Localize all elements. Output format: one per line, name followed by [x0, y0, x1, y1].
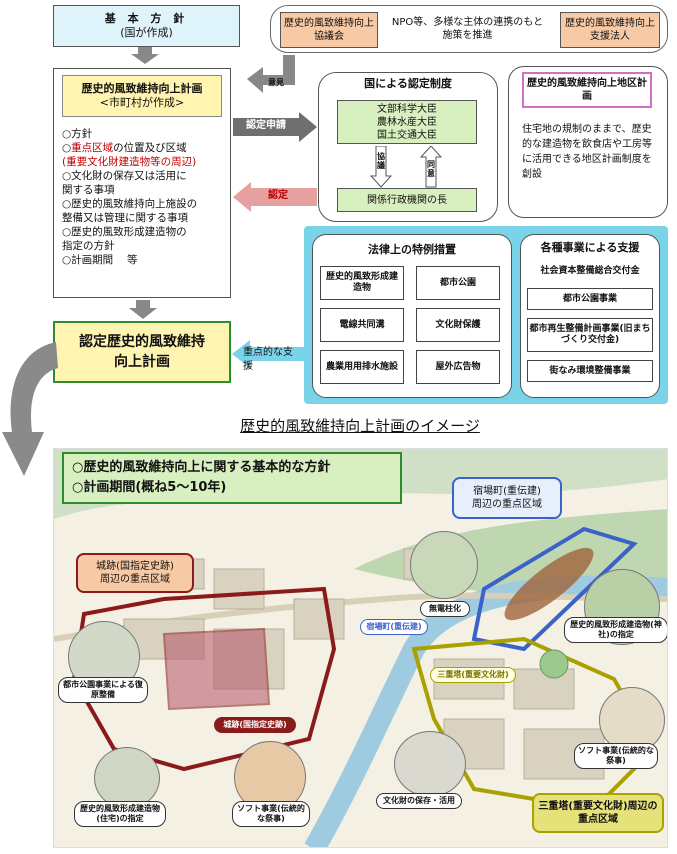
- plan-item: ○ 重点区域の位置及び区域: [62, 142, 187, 154]
- plan-item: ○ 文化財の保存又は活用に: [62, 170, 187, 182]
- plan-item: 関する事項: [62, 184, 115, 196]
- plan-item: ○ 歴史的風致形成建造物の: [62, 226, 187, 238]
- image-policy-line1: ○歴史的風致維持向上に関する基本的な方針: [72, 460, 331, 475]
- special-measure-cell: 歴史的風致形成建造物: [320, 266, 404, 300]
- npo-text: NPO等、多様な主体の連携のもと施策を推進: [391, 17, 544, 41]
- special-measure-cell: 農業用用排水施設: [320, 350, 404, 384]
- castle-area-label: 城跡(国指定史跡) 周辺の重点区域: [76, 553, 194, 593]
- plan-box: 歴史的風致維持向上計画 <市町村が作成> ○ 方針 ○ 重点区域の位置及び区域 (重…: [53, 68, 231, 298]
- support-corp-box: 歴史的風致維持向上支援法人: [560, 12, 660, 48]
- down-arrow-2: [129, 300, 157, 319]
- project-item: 都市公園事業: [527, 288, 653, 310]
- plan-title: 歴史的風致維持向上計画: [81, 82, 203, 95]
- project-item: 都市再生整備計画事業(旧まちづくり交付金): [527, 318, 653, 352]
- callout-bunkazai: 文化財の保存・活用: [376, 793, 462, 809]
- pagoda-area-label: 三重塔(重要文化財)周辺の重点区域: [532, 793, 664, 833]
- callout-shukuba: 宿場町(重伝建): [360, 619, 428, 635]
- support-arrow: [232, 340, 304, 368]
- certification-label: 認定: [268, 190, 288, 201]
- image-policy-line2: ○計画期間(概ね5～10年): [72, 480, 227, 495]
- council-label: 歴史的風致維持向上協議会: [284, 18, 374, 42]
- consent-label: 同意: [427, 160, 435, 178]
- special-measure-cell: 文化財保護: [416, 308, 500, 342]
- image-heading: 歴史的風致維持向上計画のイメージ: [240, 416, 480, 435]
- plan-item: 整備又は管理に関する事項: [62, 212, 188, 224]
- certification-arrow: [233, 182, 317, 212]
- callout-pagoda: 三重塔(重要文化財): [430, 667, 516, 683]
- plan-item: (重要文化財建造物等の周辺): [62, 156, 197, 168]
- callout-park: 都市公園事業による復原整備: [58, 677, 148, 703]
- consent-arrow: [420, 146, 442, 188]
- plan-item: ○ 計画期間 等: [62, 254, 138, 266]
- down-arrow-1: [131, 47, 159, 64]
- project-item: 社会資本整備総合交付金: [527, 262, 653, 280]
- minister-name: 農林水産大臣: [377, 116, 437, 128]
- ministers-box: 文部科学大臣農林水産大臣国土交通大臣: [337, 100, 477, 144]
- callout-house: 歴史的風致形成建造物(住宅)の指定: [74, 801, 166, 827]
- basic-policy-box: 基 本 方 針 (国が作成): [53, 5, 240, 47]
- photo-bunkazai: [394, 731, 466, 797]
- map-illustration: ○歴史的風致維持向上に関する基本的な方針 ○計画期間(概ね5～10年) 宿場町(…: [53, 448, 668, 848]
- support-corp-label: 歴史的風致維持向上支援法人: [565, 18, 655, 42]
- basic-policy-title: 基 本 方 針: [104, 12, 189, 25]
- opinion-arrow: [247, 55, 295, 93]
- plan-item-list: ○ 方針 ○ 重点区域の位置及び区域 (重要文化財建造物等の周辺) ○ 文化財の保存又…: [62, 127, 230, 267]
- plan-item: ○ 歴史的風致維持向上施設の: [62, 198, 198, 210]
- application-label: 認定申請: [246, 120, 286, 131]
- consult-arrow: [370, 146, 392, 188]
- certified-plan-title: 認定歴史的風致維持向上計画: [79, 334, 205, 370]
- agency-box: 関係行政機関の長: [337, 188, 477, 212]
- plan-item: ○ 方針: [62, 128, 93, 140]
- district-plan-desc: 住宅地の規制のままで、歴史的な建造物を飲食店や工房等に活用できる地区計画制度を創…: [522, 124, 652, 180]
- certified-plan-box: 認定歴史的風致維持向上計画: [53, 321, 231, 383]
- basic-policy-sub: (国が作成): [120, 26, 173, 39]
- project-item: 街なみ環境整備事業: [527, 360, 653, 382]
- plan-item: 指定の方針: [62, 240, 115, 252]
- plan-header: 歴史的風致維持向上計画 <市町村が作成>: [62, 75, 222, 117]
- image-policy-box: ○歴史的風致維持向上に関する基本的な方針 ○計画期間(概ね5～10年): [62, 452, 402, 504]
- photo-house: [94, 747, 160, 809]
- special-measures-title: 法律上の特例措置: [368, 243, 456, 256]
- minister-name: 文部科学大臣: [377, 103, 437, 115]
- district-plan-title: 歴史的風致維持向上地区計画: [522, 72, 652, 108]
- special-measure-cell: 都市公園: [416, 266, 500, 300]
- opinion-label: 意見: [268, 78, 284, 87]
- national-system-title: 国による認定制度: [364, 77, 452, 90]
- curved-arrow: [2, 342, 58, 476]
- special-measure-cell: 電線共同溝: [320, 308, 404, 342]
- consult-label: 協議: [377, 152, 385, 170]
- photo-pagoda: [599, 687, 665, 753]
- shukuba-area-label: 宿場町(重伝建) 周辺の重点区域: [452, 477, 562, 519]
- council-box: 歴史的風致維持向上協議会: [280, 12, 378, 48]
- callout-soft1: ソフト事業(伝統的な祭事): [232, 801, 310, 827]
- callout-musenka: 無電柱化: [420, 601, 470, 617]
- special-measure-cell: 屋外広告物: [416, 350, 500, 384]
- application-arrow: [233, 112, 317, 142]
- callout-castle: 城跡(国指定史跡): [214, 717, 296, 733]
- plan-sub: <市町村が作成>: [99, 96, 185, 109]
- callout-soft2: ソフト事業(伝統的な祭事): [574, 743, 658, 769]
- support-label: 重点的な支援: [243, 347, 293, 372]
- photo-musenka: [410, 531, 478, 599]
- callout-jinja: 歴史的風致形成建造物(神社)の指定: [564, 617, 667, 643]
- projects-title: 各種事業による支援: [540, 241, 640, 254]
- minister-name: 国土交通大臣: [377, 129, 437, 141]
